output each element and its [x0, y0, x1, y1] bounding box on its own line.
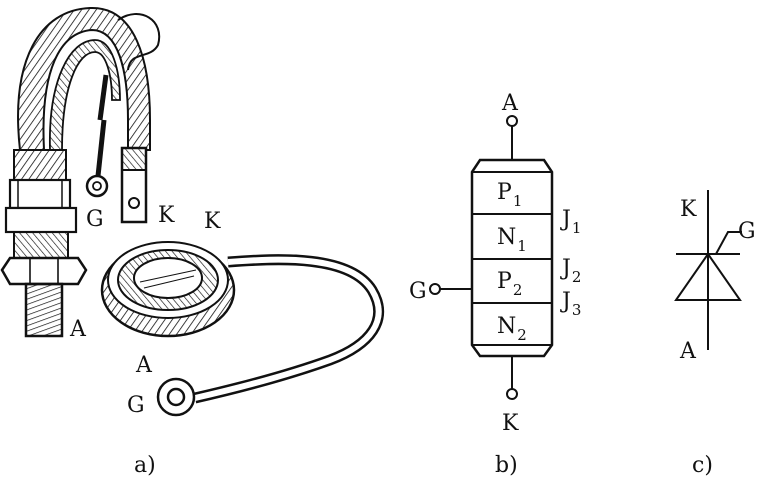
junction-j1: J1 [560, 207, 581, 237]
disc-anode-label: A [135, 353, 153, 378]
gate-terminal [429, 283, 441, 295]
stud-ceramic [8, 178, 72, 210]
threaded-stud [24, 282, 64, 338]
symbol-anode-label: A [679, 339, 697, 364]
pnpn-structure [429, 115, 554, 400]
junction-labels: J1 J2 J3 [560, 207, 581, 319]
gate-label-b: G [409, 279, 427, 304]
disc-thyristor [100, 241, 385, 417]
cathode-lug-hole [128, 197, 140, 209]
gate-lead-lower [95, 119, 107, 177]
disc-face-line [139, 269, 197, 283]
disc-gate-label: G [127, 393, 145, 418]
cathode-terminal [506, 388, 518, 400]
layer-p1: P1 [497, 180, 522, 210]
stud-thyristor [0, 6, 161, 338]
anode-label-b: A [501, 91, 519, 116]
stud-cathode-label: K [158, 203, 175, 228]
gate-lead [97, 74, 109, 121]
braided-lead-outer [17, 6, 151, 151]
layer-p2: P2 [497, 269, 522, 299]
disc-face [133, 257, 203, 299]
disc-gate-cable-core [194, 256, 382, 401]
gate-wire [117, 13, 161, 71]
disc-face-line [143, 275, 195, 289]
stud-collar [13, 149, 67, 181]
thyristor-symbol [674, 190, 742, 350]
gate-ring-hole [92, 181, 102, 191]
layer-n1: N1 [497, 225, 527, 255]
caption-b: b) [495, 453, 518, 478]
hex-nut [0, 256, 88, 286]
layer-n2: N2 [497, 314, 527, 344]
anode-terminal [506, 115, 518, 127]
braided-lead-inner [49, 39, 121, 151]
caption-c: c) [692, 453, 713, 478]
disc-gate-hole [166, 387, 186, 407]
layer-labels: P1 N1 P2 N2 [497, 180, 527, 344]
cathode-lug-band [121, 147, 147, 171]
symbol-triangle [674, 252, 742, 301]
symbol-gate-label: G [738, 219, 756, 244]
symbol-gate [715, 231, 742, 255]
stud-anode-label: A [69, 317, 87, 342]
symbol-cathode-label: K [680, 197, 697, 222]
panel-a-illustration [0, 6, 385, 417]
stud-flange [4, 206, 78, 234]
junction-j2: J2 [560, 256, 581, 286]
stud-gate-label: G [86, 207, 104, 232]
disc-cathode-label: K [204, 209, 221, 234]
cathode-label-b: K [502, 411, 519, 436]
caption-a: a) [134, 453, 156, 478]
junction-j3: J3 [560, 289, 581, 319]
